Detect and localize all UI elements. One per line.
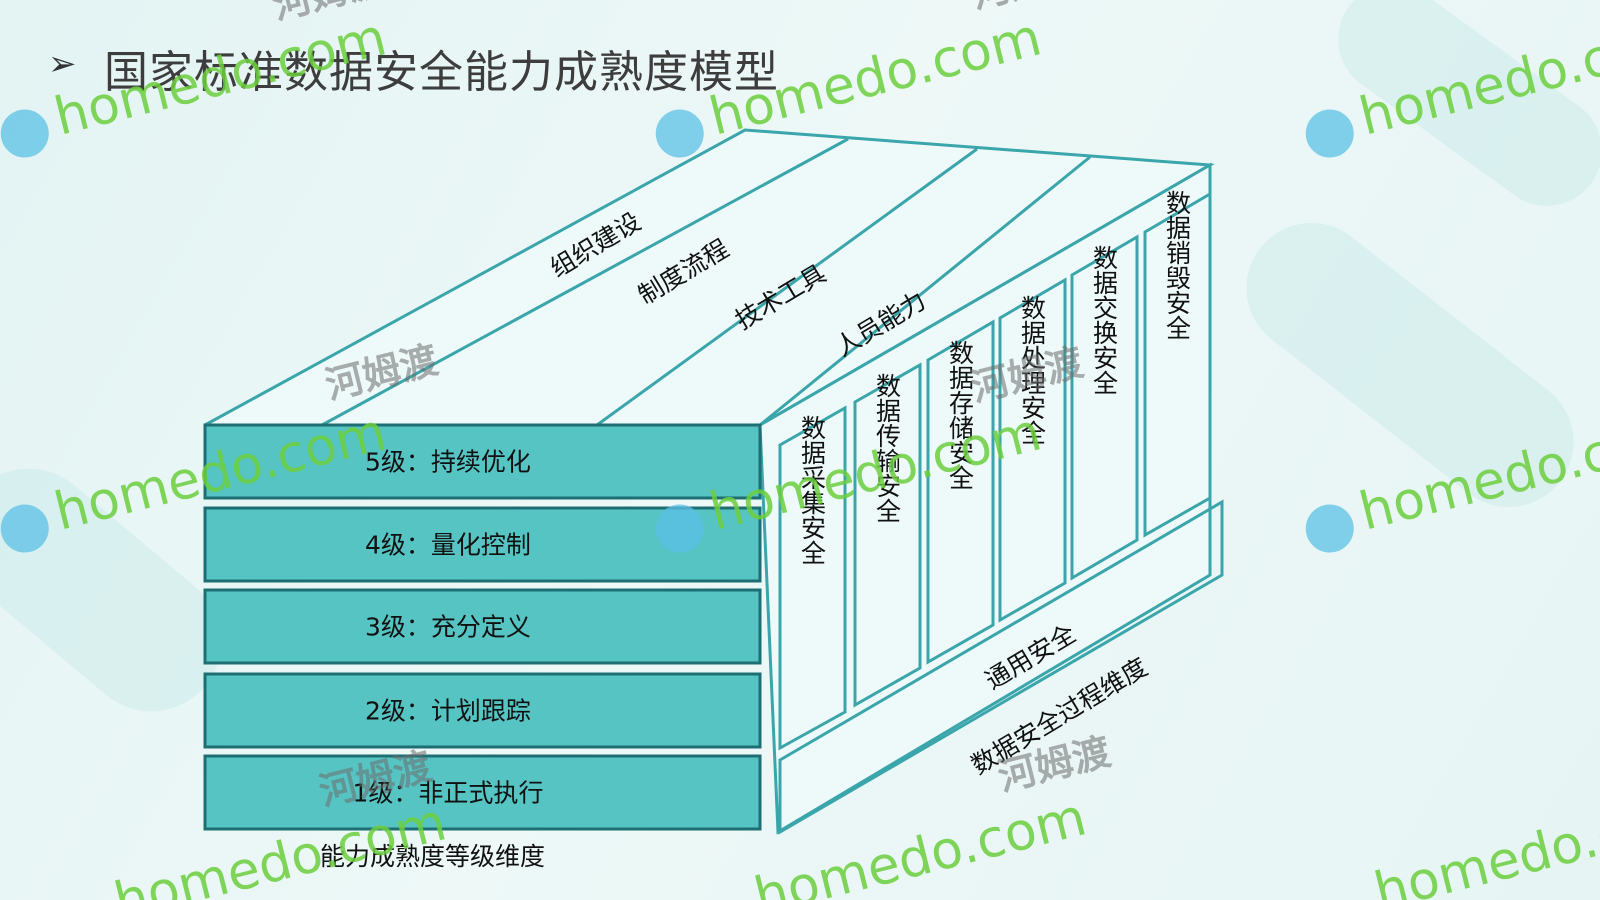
process-stage-label: 数据采集安全 — [798, 415, 827, 565]
level-axis-label: 能力成熟度等级维度 — [320, 842, 545, 871]
watermark-brand: homedo.com — [1354, 7, 1600, 147]
flower-logo-icon — [0, 109, 49, 158]
process-stage-label: 数据存储安全 — [946, 340, 975, 490]
flower-logo-icon — [655, 504, 704, 553]
right-face-outline — [758, 162, 1212, 835]
level-label: 3级：充分定义 — [365, 613, 531, 642]
level-block — [203, 588, 762, 665]
process-stage-label: 数据交换安全 — [1090, 245, 1119, 395]
flower-logo-icon — [1305, 504, 1354, 553]
level-label: 4级：量化控制 — [365, 531, 531, 560]
process-column-frame-0 — [778, 405, 847, 751]
process-stage-label: 数据销毁安全 — [1163, 190, 1192, 340]
watermark: homedo.com 河姆渡 — [0, 0, 392, 158]
level-block — [203, 423, 762, 500]
flower-logo-icon — [1305, 109, 1354, 158]
process-column-frame-2 — [926, 319, 995, 665]
general-security-band — [778, 499, 1224, 835]
flower-logo-icon — [0, 504, 49, 553]
level-label: 5级：持续优化 — [365, 448, 531, 477]
page-title: 国家标准数据安全能力成熟度模型 — [104, 47, 779, 98]
process-column-frame-3 — [998, 277, 1067, 623]
watermark-brand: homedo.com — [1369, 782, 1600, 900]
watermark-brand: homedo.com — [49, 7, 392, 147]
process-stage-label: 数据传输安全 — [873, 373, 902, 523]
level-block — [203, 672, 762, 749]
process-column-frame-5 — [1143, 191, 1212, 538]
watermark-brand: homedo.com — [704, 7, 1047, 147]
top-divider-1 — [321, 137, 849, 427]
top-divider-3 — [759, 155, 1091, 427]
process-stage-label: 数据处理安全 — [1018, 295, 1047, 445]
watermark-brand: homedo.com — [1354, 402, 1600, 542]
watermark: homedo.com — [1369, 782, 1600, 900]
process-column-frame-4 — [1070, 234, 1139, 581]
level-label: 2级：计划跟踪 — [365, 697, 531, 726]
watermark: homedo.com — [1305, 7, 1600, 158]
level-blocks: 5级：持续优化 4级：量化控制 3级：充分定义 2级：计划跟踪 1级：非正式执行 — [203, 423, 762, 831]
level-block — [203, 754, 762, 831]
watermark: homedo.com — [1305, 402, 1600, 553]
process-column-frame-1 — [853, 362, 922, 708]
process-stage-labels: 数据采集安全 数据传输安全 数据存储安全 数据处理安全 数据交换安全 数据销毁安全 — [798, 190, 1192, 565]
right-face — [758, 162, 1224, 835]
top-divider-2 — [596, 147, 978, 427]
flower-logo-icon — [655, 109, 704, 158]
level-label: 1级：非正式执行 — [353, 779, 544, 808]
title-bullet-icon: ➢ — [48, 44, 77, 84]
